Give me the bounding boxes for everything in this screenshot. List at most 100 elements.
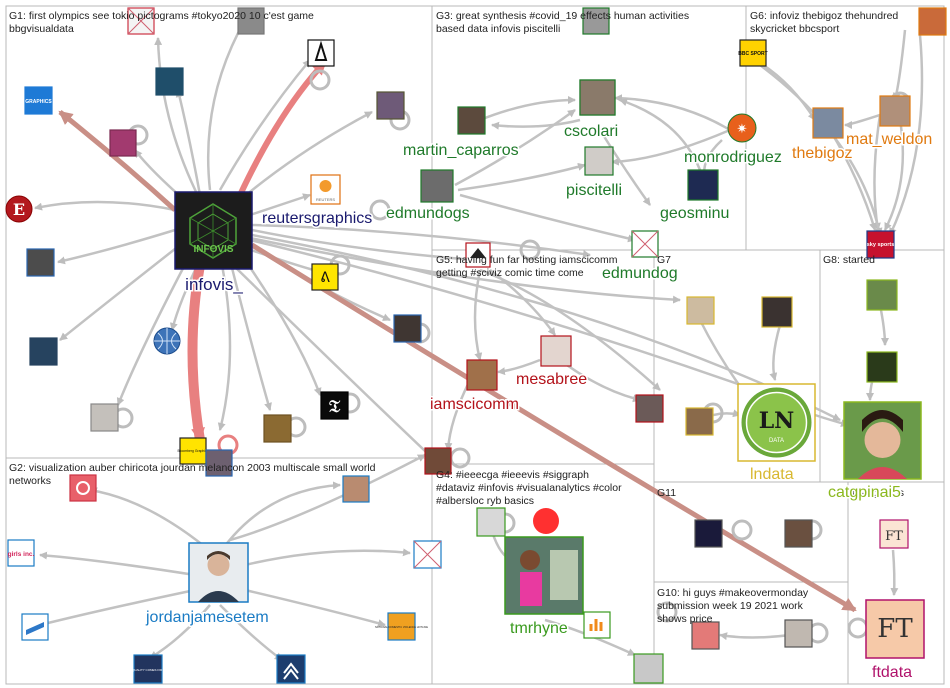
avatar[interactable] — [90, 403, 119, 432]
equality-logo-text: EQUALITY COMES FIRST — [130, 668, 166, 672]
graphics-logo-text: GRAPHICS — [25, 99, 52, 105]
avatar[interactable] — [393, 314, 422, 343]
hub-nodes: INFOVIS LN DATA FT — [174, 79, 925, 659]
national-logo-text: NATIONAL DOMESTIC VIOLENCE HOTLINE — [375, 625, 428, 629]
label-thebigoz: thebigoz — [792, 145, 853, 162]
group-label-g2: G2: visualization auber chiricota jourda… — [9, 462, 378, 487]
nyt-avatar[interactable] — [320, 391, 349, 420]
group-labels: G1: first olympics see tokio pictograms … — [9, 10, 904, 625]
avatar[interactable] — [784, 519, 813, 548]
label-mat-weldon: mat_weldon — [846, 131, 932, 148]
label-martin-caparros: martin_caparros — [403, 142, 519, 159]
label-geosminu: geosminu — [660, 205, 729, 222]
graphics-avatar[interactable] — [24, 86, 53, 115]
group-label-g1: G1: first olympics see tokio pictograms … — [9, 10, 317, 35]
avatar[interactable] — [205, 449, 233, 477]
svg-text:E: E — [13, 200, 25, 219]
avatar[interactable] — [476, 507, 506, 537]
equality-avatar[interactable] — [133, 654, 163, 684]
e-icon[interactable] — [5, 195, 33, 223]
infovis-logo-text: INFOVIS — [193, 244, 233, 255]
avatar[interactable] — [582, 7, 610, 35]
label-jordanjamesetem: jordanjamesetem — [145, 609, 269, 626]
avatar[interactable] — [918, 7, 947, 36]
bloomberg-logo-text: Bloomberg Graphics — [178, 449, 209, 453]
node-labels: infovis_ reutersgraphics jordanjamesetem… — [144, 122, 934, 683]
label-catgpinai5: catgpinai5 — [828, 484, 901, 501]
label-reutersgraphics: reutersgraphics — [262, 210, 372, 227]
label-edmundogs: edmundogs — [386, 205, 470, 222]
group-box-g6 — [745, 5, 945, 251]
avatar[interactable] — [420, 169, 454, 203]
avatar[interactable] — [812, 107, 844, 139]
label-edmundog: edmundog — [602, 265, 678, 282]
group-box-g10 — [653, 581, 849, 685]
svg-text:✷: ✷ — [737, 122, 748, 137]
avatar[interactable] — [691, 621, 720, 650]
avatar[interactable] — [69, 474, 97, 502]
label-piscitelli: piscitelli — [566, 182, 622, 199]
sky-logo-text: sky sports — [867, 242, 895, 248]
svg-text:ᕕ: ᕕ — [320, 270, 330, 286]
sky-sports-avatar[interactable] — [866, 230, 895, 259]
ftdata-avatar[interactable] — [865, 599, 925, 659]
avatar[interactable] — [237, 7, 265, 35]
svg-text:𝔗: 𝔗 — [329, 397, 341, 417]
avatar[interactable] — [685, 407, 714, 436]
group-label-g10: G10: hi guys #makeovermonday submission … — [657, 587, 811, 625]
avatar[interactable] — [879, 95, 911, 127]
ln-sub-logo-text: DATA — [769, 438, 784, 444]
label-infovis: infovis_ — [185, 275, 243, 294]
avatar[interactable] — [635, 394, 664, 423]
label-tmrhyne: tmrhyne — [510, 620, 568, 637]
avatar[interactable] — [866, 351, 898, 383]
avatar[interactable] — [686, 296, 715, 325]
group-label-g9: G9: groups — [852, 487, 904, 499]
avatar[interactable] — [584, 146, 614, 176]
avatar[interactable] — [29, 337, 58, 366]
label-ftdata: ftdata — [872, 664, 912, 681]
reuters-logo-text: REUTERS — [316, 197, 335, 202]
group-label-g4: G4: #ieeecga #ieeevis #siggraph #dataviz… — [436, 469, 625, 507]
avatar[interactable] — [376, 91, 405, 120]
label-cscolari: cscolari — [564, 123, 618, 140]
label-iamscicomm: iamscicomm — [430, 396, 519, 413]
rebel-icon[interactable] — [727, 113, 757, 143]
avatar[interactable] — [687, 169, 719, 201]
girls-logo-text: girls inc. — [8, 551, 35, 558]
girls-inc-avatar[interactable] — [7, 539, 35, 567]
ft-small-avatar[interactable] — [879, 519, 909, 549]
avatar[interactable] — [155, 67, 184, 96]
avatar[interactable] — [694, 519, 723, 548]
avatar[interactable] — [633, 653, 664, 684]
avatar[interactable] — [466, 359, 498, 391]
group-label-g5: G5: having fun far hosting iamscicomm ge… — [436, 254, 620, 279]
avatar[interactable] — [761, 296, 793, 328]
avatar[interactable] — [457, 106, 486, 135]
label-lndata: lndata — [750, 466, 794, 483]
avatar[interactable] — [784, 619, 813, 648]
label-mesabree: mesabree — [516, 371, 587, 388]
bbc-sport-avatar[interactable] — [739, 39, 767, 67]
ln-logo-text: LN — [759, 408, 795, 434]
group-label-g6: G6: infoviz thebigoz thehundred skycrick… — [750, 10, 901, 35]
group-label-g8: G8: started — [823, 254, 875, 266]
avatar[interactable] — [311, 263, 339, 291]
avatar[interactable] — [342, 475, 370, 503]
avatar[interactable] — [866, 279, 898, 311]
national-hotline-avatar[interactable] — [387, 612, 416, 641]
avatar[interactable] — [109, 129, 137, 157]
label-monrodriguez: monrodriguez — [684, 149, 782, 166]
avatar[interactable] — [263, 414, 292, 443]
group-label-g7: G7 — [657, 254, 671, 266]
ft-small-logo-text: FT — [885, 529, 903, 544]
group-label-g11: G11 — [657, 487, 676, 499]
group-label-g3: G3: great synthesis #covid_19 effects hu… — [436, 10, 692, 35]
avatar[interactable] — [540, 335, 572, 367]
ft-logo-text: FT — [877, 614, 913, 644]
maroon-edges — [58, 110, 857, 613]
avatar[interactable] — [26, 248, 55, 277]
avatar[interactable] — [424, 447, 452, 475]
bbc-logo-text: BBC SPORT — [738, 51, 767, 57]
